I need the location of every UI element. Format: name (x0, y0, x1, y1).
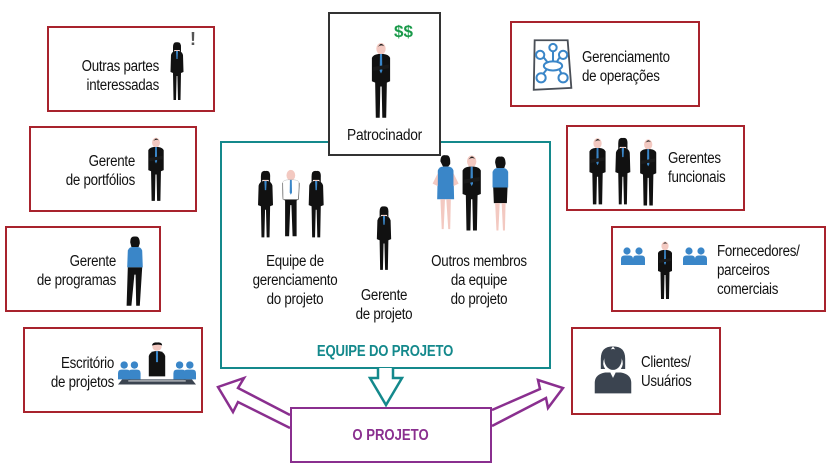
suppliers-label: Fornecedores/ parceiros comerciais (717, 242, 812, 299)
other-team-members-icon (432, 155, 509, 231)
project-label: O PROJETO (352, 427, 429, 444)
team-to-project-arrow (367, 368, 405, 408)
project-team-title: EQUIPE DO PROJETO (316, 343, 454, 360)
portfolio-manager-label: Gerente de portfólios (46, 152, 136, 190)
project-to-right-arrow (491, 378, 566, 428)
operations-management-line2: de operações (582, 68, 660, 85)
stakeholder-portfolio-manager: Gerente de portfólios (29, 126, 197, 212)
suppliers-line3: comerciais (717, 281, 779, 298)
other-members-line2: da equipe (450, 272, 508, 289)
management-team-icon (258, 169, 324, 238)
management-team-line2: gerenciamento (252, 272, 338, 289)
other-stakeholders-line2: interessadas (86, 77, 160, 94)
customer-user-icon (594, 346, 632, 394)
program-manager-person-icon (126, 236, 143, 306)
other-stakeholders-label: Outras partes interessadas (64, 57, 160, 95)
customers-label: Clientes/ Usuários (641, 353, 710, 391)
project-office-line2: de projetos (50, 374, 114, 391)
portfolio-manager-line1: Gerente (88, 153, 136, 170)
project-manager-line1: Gerente (360, 287, 408, 304)
program-manager-line1: Gerente (69, 253, 117, 270)
suppliers-line2: parceiros (717, 262, 770, 279)
exclamation-icon: ! (190, 29, 196, 49)
project-box: O PROJETO (290, 407, 492, 463)
customers-line2: Usuários (641, 373, 692, 390)
operations-management-line1: Gerenciamento (582, 49, 670, 66)
meeting-presenter-icon (118, 342, 196, 385)
sponsor-label: Patrocinador (347, 127, 422, 144)
functional-managers-line2: funcionais (668, 169, 726, 186)
functional-managers-line1: Gerentes (668, 150, 721, 167)
other-stakeholders-line1: Outras partes (81, 58, 160, 75)
program-manager-label: Gerente de programas (22, 252, 116, 290)
management-team-line1: Equipe de (266, 253, 324, 270)
project-manager-label: Gerente de projeto (350, 286, 419, 324)
program-manager-line2: de programas (36, 272, 116, 289)
management-team-line3: do projeto (266, 291, 324, 308)
portfolio-manager-line2: de portfólios (65, 172, 136, 189)
project-office-line1: Escritório (61, 355, 114, 372)
stakeholder-other-stakeholders: Outras partes interessadas ! (47, 26, 215, 112)
other-members-line1: Outros membros (431, 253, 527, 270)
process-document-icon (532, 39, 573, 91)
stakeholder-program-manager: Gerente de programas (5, 226, 161, 312)
other-members-line3: do projeto (450, 291, 508, 308)
sponsor-person-icon (371, 42, 391, 118)
project-to-left-arrow (216, 375, 291, 430)
customers-line1: Clientes/ (641, 354, 691, 371)
project-manager-line2: de projeto (355, 306, 413, 323)
project-office-label: Escritório de projetos (37, 354, 114, 392)
management-team-label: Equipe de gerenciamento do projeto (248, 252, 343, 309)
operations-management-label: Gerenciamento de operações (582, 48, 685, 86)
stakeholder-functional-managers: Gerentes funcionais (566, 125, 745, 211)
stakeholder-project-office: Escritório de projetos (23, 327, 203, 413)
stakeholder-customers: Clientes/ Usuários (571, 327, 721, 415)
other-team-members-label: Outros membros da equipe do projeto (428, 252, 529, 309)
stakeholder-operations-management: Gerenciamento de operações (510, 21, 700, 107)
sponsor-box-frame: $$ Patrocinador (328, 12, 441, 156)
money-icon: $$ (394, 22, 413, 41)
suppliers-line1: Fornecedores/ (717, 243, 800, 260)
functional-managers-label: Gerentes funcionais (668, 149, 733, 187)
stakeholder-suppliers: Fornecedores/ parceiros comerciais (611, 226, 826, 312)
